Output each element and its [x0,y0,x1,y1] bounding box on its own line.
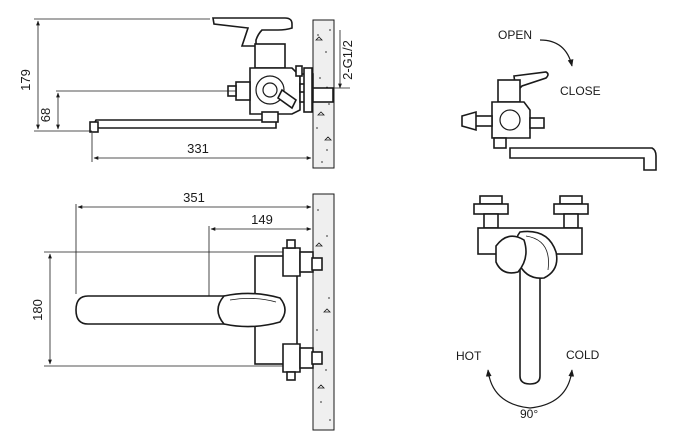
spout-side [93,119,277,129]
open-close-view [461,39,657,171]
lever-side [212,17,293,47]
spout-down [519,267,541,385]
lever-top [217,292,286,328]
top-view [44,193,335,431]
dim-180-label: 180 [30,299,45,321]
spout-top [75,295,233,325]
dim-331-label: 331 [187,141,209,156]
lever-front [513,71,549,94]
cold-label: COLD [566,348,600,362]
dim-149-label: 149 [251,212,273,227]
dim-351-label: 351 [183,190,205,205]
open-label: OPEN [498,28,532,42]
open-close-arrow [539,39,574,67]
side-view [34,17,350,169]
dim-68-label: 68 [38,108,53,122]
dim-179-label: 179 [18,69,33,91]
rotation-arc [485,369,575,409]
thread-label: 2-G1/2 [340,40,355,80]
cartridge-side [254,43,286,69]
spout-front [509,147,657,171]
hot-label: HOT [456,349,482,363]
close-label: CLOSE [560,84,601,98]
rotation-label: 90° [520,407,538,421]
hot-cold-view [473,195,589,409]
